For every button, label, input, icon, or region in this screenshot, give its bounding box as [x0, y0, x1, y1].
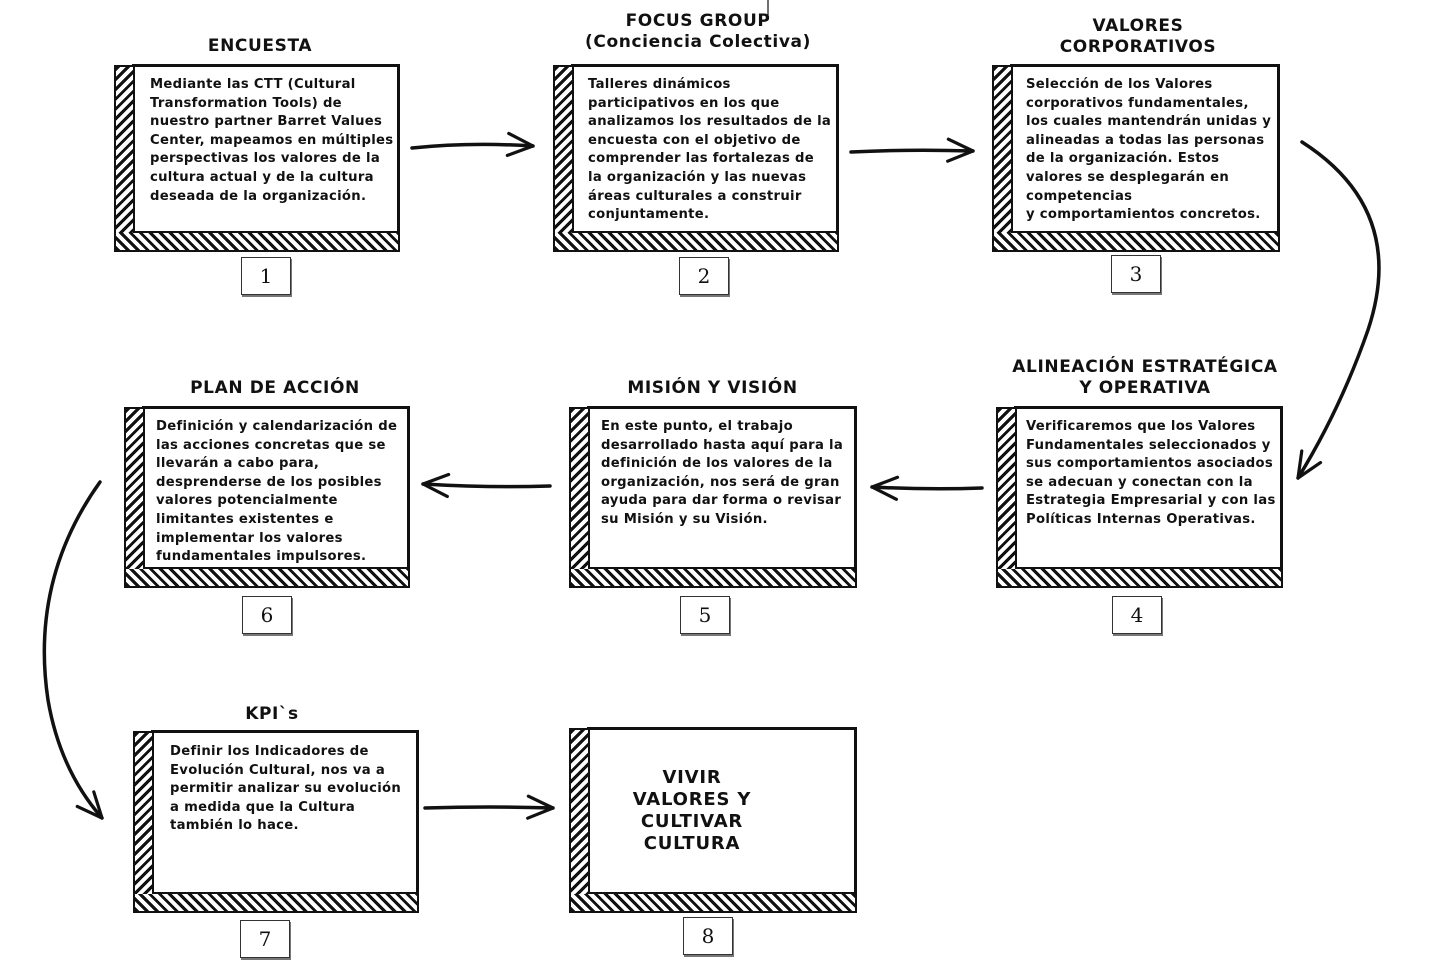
- step-5-text: En este punto, el trabajo desarrollado h…: [601, 419, 844, 527]
- step-3-text: Selección de los Valores corporativos fu…: [1026, 77, 1272, 223]
- step-5-number: 5: [680, 596, 730, 634]
- step-6-title: PLAN DE ACCIÓN: [190, 378, 360, 398]
- arrow-6-to-7: [42, 480, 104, 820]
- step-7-title: KPI`s: [245, 704, 299, 724]
- step-8-text: VIVIR VALORES Y CULTIVAR CULTURA: [632, 767, 752, 854]
- step-3-number: 3: [1111, 255, 1161, 293]
- arrow-2-to-3: [849, 137, 975, 163]
- step-1-box: Mediante las CTT (Cultural Transformatio…: [114, 64, 400, 252]
- step-8-number: 8: [683, 917, 733, 955]
- step-2-title: FOCUS GROUP (Conciencia Colectiva): [585, 11, 811, 52]
- step-2-text: Talleres dinámicos participativos en los…: [588, 77, 832, 223]
- step-4-title: ALINEACIÓN ESTRATÉGICA Y OPERATIVA: [1012, 357, 1278, 398]
- step-6-number: 6: [242, 596, 292, 634]
- arrow-1-to-2: [410, 131, 535, 157]
- step-5-box: En este punto, el trabajo desarrollado h…: [569, 406, 857, 588]
- step-2-number: 2: [679, 257, 729, 295]
- step-6-box: Definición y calendarización de las acci…: [124, 406, 410, 588]
- step-1-number: 1: [241, 257, 291, 295]
- step-7-text: Definir los Indicadores de Evolución Cul…: [170, 744, 402, 834]
- arrow-4-to-5: [870, 475, 984, 501]
- arrow-7-to-8: [423, 794, 555, 820]
- step-5-title: MISIÓN Y VISIÓN: [627, 378, 798, 398]
- step-6-text: Definición y calendarización de las acci…: [156, 419, 398, 565]
- arrow-3-to-4: [1296, 140, 1381, 480]
- step-1-title: ENCUESTA: [207, 36, 313, 56]
- step-4-number: 4: [1112, 596, 1162, 634]
- step-3-box: Selección de los Valores corporativos fu…: [992, 64, 1280, 252]
- arrow-5-to-6: [421, 472, 552, 499]
- step-1-text: Mediante las CTT (Cultural Transformatio…: [150, 77, 394, 204]
- step-7-box: Definir los Indicadores de Evolución Cul…: [133, 730, 419, 913]
- step-7-number: 7: [240, 920, 290, 958]
- step-2-box: Talleres dinámicos participativos en los…: [553, 64, 839, 252]
- step-4-box: Verificaremos que los Valores Fundamenta…: [996, 406, 1283, 588]
- step-8-box: VIVIR VALORES Y CULTIVAR CULTURA: [569, 727, 857, 913]
- step-4-text: Verificaremos que los Valores Fundamenta…: [1026, 419, 1276, 527]
- step-3-title: VALORES CORPORATIVOS: [1059, 16, 1217, 57]
